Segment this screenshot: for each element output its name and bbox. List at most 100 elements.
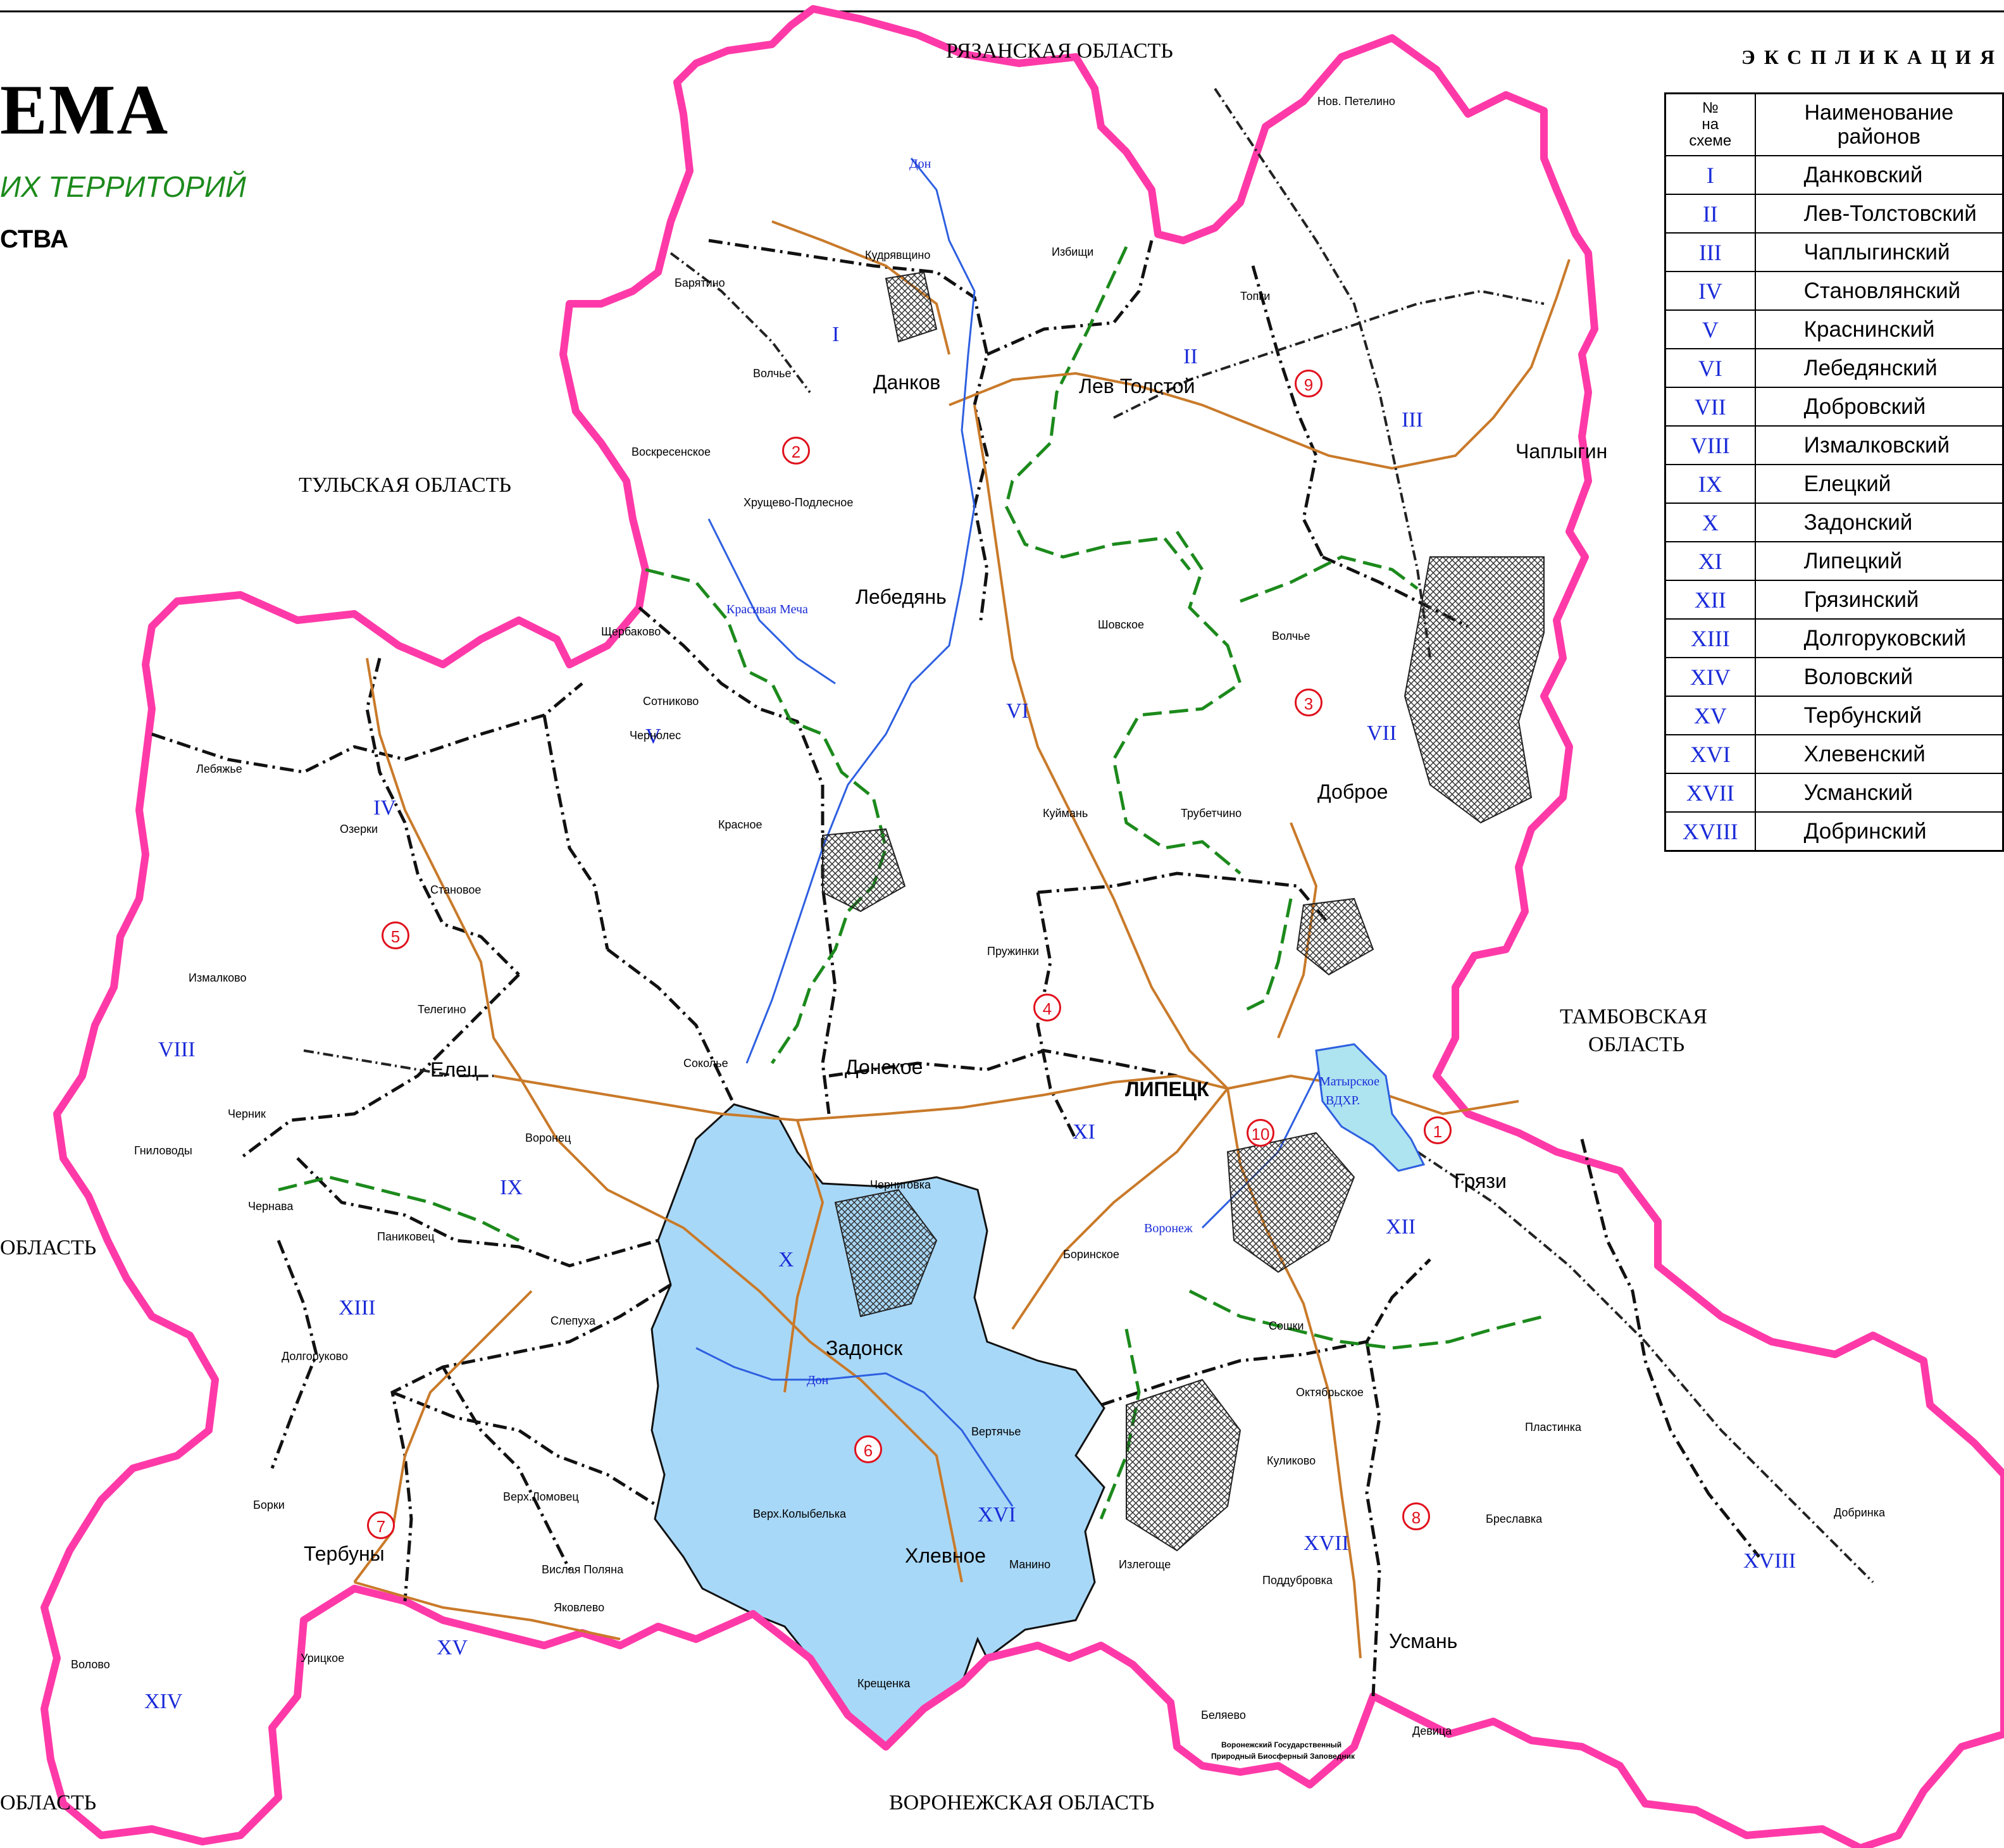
district-border-line (1036, 892, 1078, 1140)
settlement-label: Волчье (753, 367, 792, 380)
road-line (1011, 1087, 1229, 1330)
map-zone-number: 8 (1402, 1502, 1430, 1530)
district-border-line (270, 1240, 318, 1469)
district-border-line (1580, 1139, 1760, 1558)
map-district-numeral: VII (1367, 721, 1397, 745)
neighbor-region-tula: ТУЛЬСКАЯ ОБЛАСТЬ (299, 473, 511, 497)
legend-row-name: Данковский (1754, 155, 2004, 195)
district-border-line (821, 785, 837, 1114)
legend-header-name: Наименование районов (1754, 92, 2004, 156)
settlement-label: Воронец (525, 1132, 571, 1144)
hatched-patch (1403, 556, 1545, 824)
district-center-label: Грязи (1454, 1170, 1507, 1192)
settlement-label: Нов. Петелино (1317, 95, 1395, 108)
legend-row-number: XIII (1664, 618, 1756, 658)
neighbor-region-voronezh: ВОРОНЕЖСКАЯ ОБЛАСТЬ (889, 1791, 1155, 1814)
settlement-label: Добринка (1834, 1506, 1885, 1519)
legend-header-num-line: схеме (1689, 132, 1732, 149)
settlement-label: Хрущево-Подлесное (744, 496, 854, 509)
protected-border-line (1004, 246, 1191, 571)
district-center-label: Задонск (826, 1337, 903, 1359)
hatched-patch (834, 1189, 938, 1318)
district-center-label: Елец (430, 1058, 479, 1081)
map-district-numeral: XVIII (1743, 1549, 1796, 1573)
settlement-label: Паниковец (377, 1230, 435, 1243)
road-line (366, 658, 520, 1077)
settlement-label: Бреславка (1486, 1513, 1543, 1525)
legend-row-name: Становлянский (1754, 271, 2004, 311)
neighbor-region-ryazan: РЯЗАНСКАЯ ОБЛАСТЬ (946, 39, 1173, 63)
map-district-numeral: VI (1006, 699, 1029, 723)
settlement-label: Барятино (675, 277, 725, 289)
legend-row-number: XII (1664, 580, 1756, 620)
map-district-numeral: XVII (1304, 1532, 1349, 1555)
protected-border-line (1240, 555, 1419, 603)
legend-row-number: IV (1664, 271, 1756, 311)
district-center-label: Лебедянь (856, 585, 947, 608)
settlement-label: Долгоруково (282, 1350, 348, 1363)
legend-row-name: Усманский (1754, 773, 2004, 813)
legend-row-name: Лев-Толстовский (1754, 194, 2004, 234)
district-center-label: Усмань (1389, 1630, 1458, 1652)
map-district-numeral: I (832, 323, 840, 346)
settlement-label: Излегоще (1119, 1558, 1171, 1571)
highlighted-district-area (650, 1103, 1105, 1749)
district-border-line (1037, 871, 1330, 925)
railway-line (1214, 87, 1431, 659)
settlement-label: Черниговка (870, 1178, 931, 1191)
protected-border-line (1112, 530, 1242, 875)
map-zone-number: 6 (854, 1435, 882, 1463)
district-border-line (1100, 1258, 1431, 1407)
legend-row-name: Хлевенский (1754, 734, 2004, 774)
settlement-label: Девица (1412, 1725, 1452, 1737)
legend-row-number: XVI (1664, 734, 1756, 774)
settlement-label: Пружинки (987, 945, 1039, 958)
map-district-numeral: XIV (144, 1690, 183, 1713)
water-label: ВДХР. (1326, 1094, 1360, 1108)
map-district-numeral: XVI (978, 1503, 1016, 1526)
water-label: Воронеж (1144, 1221, 1193, 1235)
legend-header-name-line: Наименование (1804, 101, 1954, 125)
road-line (949, 259, 1571, 470)
railways (303, 87, 1874, 1583)
district-border-line (542, 715, 609, 950)
district-border-line (638, 606, 825, 785)
neighbor-region-tambov: ОБЛАСТЬ (1588, 1033, 1685, 1056)
settlement-label: Октябрьское (1296, 1386, 1364, 1399)
legend-row-number: VI (1664, 348, 1756, 388)
settlement-label: Измалково (189, 971, 247, 984)
settlement-label: Поддубровка (1262, 1574, 1333, 1587)
legend-header-name-line: районов (1837, 125, 1921, 149)
settlement-label: Становое (430, 883, 482, 896)
road-line (518, 1075, 963, 1583)
reserve-label: Воронежский Государственный (1221, 1740, 1342, 1749)
settlement-label: Куймань (1043, 807, 1088, 820)
map-zone-number: 5 (382, 921, 409, 949)
settlement-label: Чернолес (630, 729, 681, 742)
legend-row-number: V (1664, 309, 1756, 349)
hatched-patch (885, 271, 938, 343)
district-center-label: ЛИПЕЦК (1125, 1078, 1209, 1101)
legend-row-name: Измалковский (1754, 425, 2004, 465)
river-line (707, 518, 836, 685)
legend-row-number: II (1664, 194, 1756, 234)
legend-row-number: XVIII (1664, 811, 1756, 852)
map-district-numeral: XIII (339, 1296, 376, 1320)
map-subtitle-black: СТВА (0, 225, 69, 253)
legend-row-name: Тербунский (1754, 696, 2004, 735)
map-zone-number: 2 (782, 437, 810, 465)
map-district-numeral: XV (437, 1636, 468, 1659)
